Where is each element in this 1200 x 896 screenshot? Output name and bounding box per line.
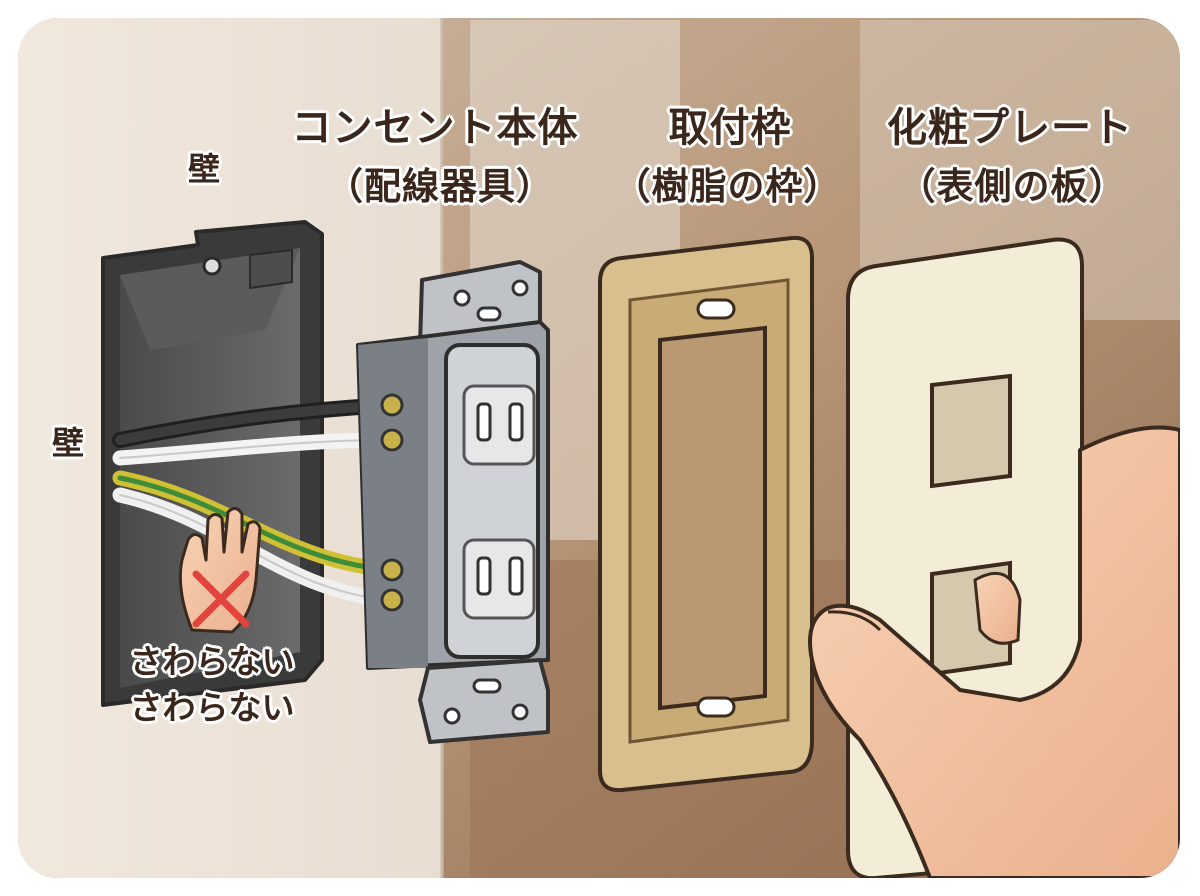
cross-mark-icon <box>192 570 250 628</box>
hand-prohibited-icon <box>178 507 262 634</box>
outlet-body <box>356 260 550 744</box>
frame-title: 取付枠 <box>668 105 792 151</box>
plate-subtitle: （表側の板） <box>898 165 1127 208</box>
mounting-frame <box>598 235 814 793</box>
plate-title: 化粧プレート <box>887 105 1133 151</box>
warning-text-line2: さわらない <box>129 688 295 727</box>
illustration-frame <box>18 18 1180 878</box>
wall-label-top: 壁 <box>187 150 220 188</box>
wall-label-left: 壁 <box>51 424 84 462</box>
outlet-assembly-diagram <box>18 18 1180 878</box>
hand <box>808 425 1180 878</box>
frame-subtitle: （樹脂の枠） <box>613 165 842 208</box>
outlet-subtitle: （配線器具） <box>326 165 554 208</box>
warning-text-line1: さわらない <box>129 642 295 681</box>
outlet-title: コンセント本体 <box>291 105 579 151</box>
